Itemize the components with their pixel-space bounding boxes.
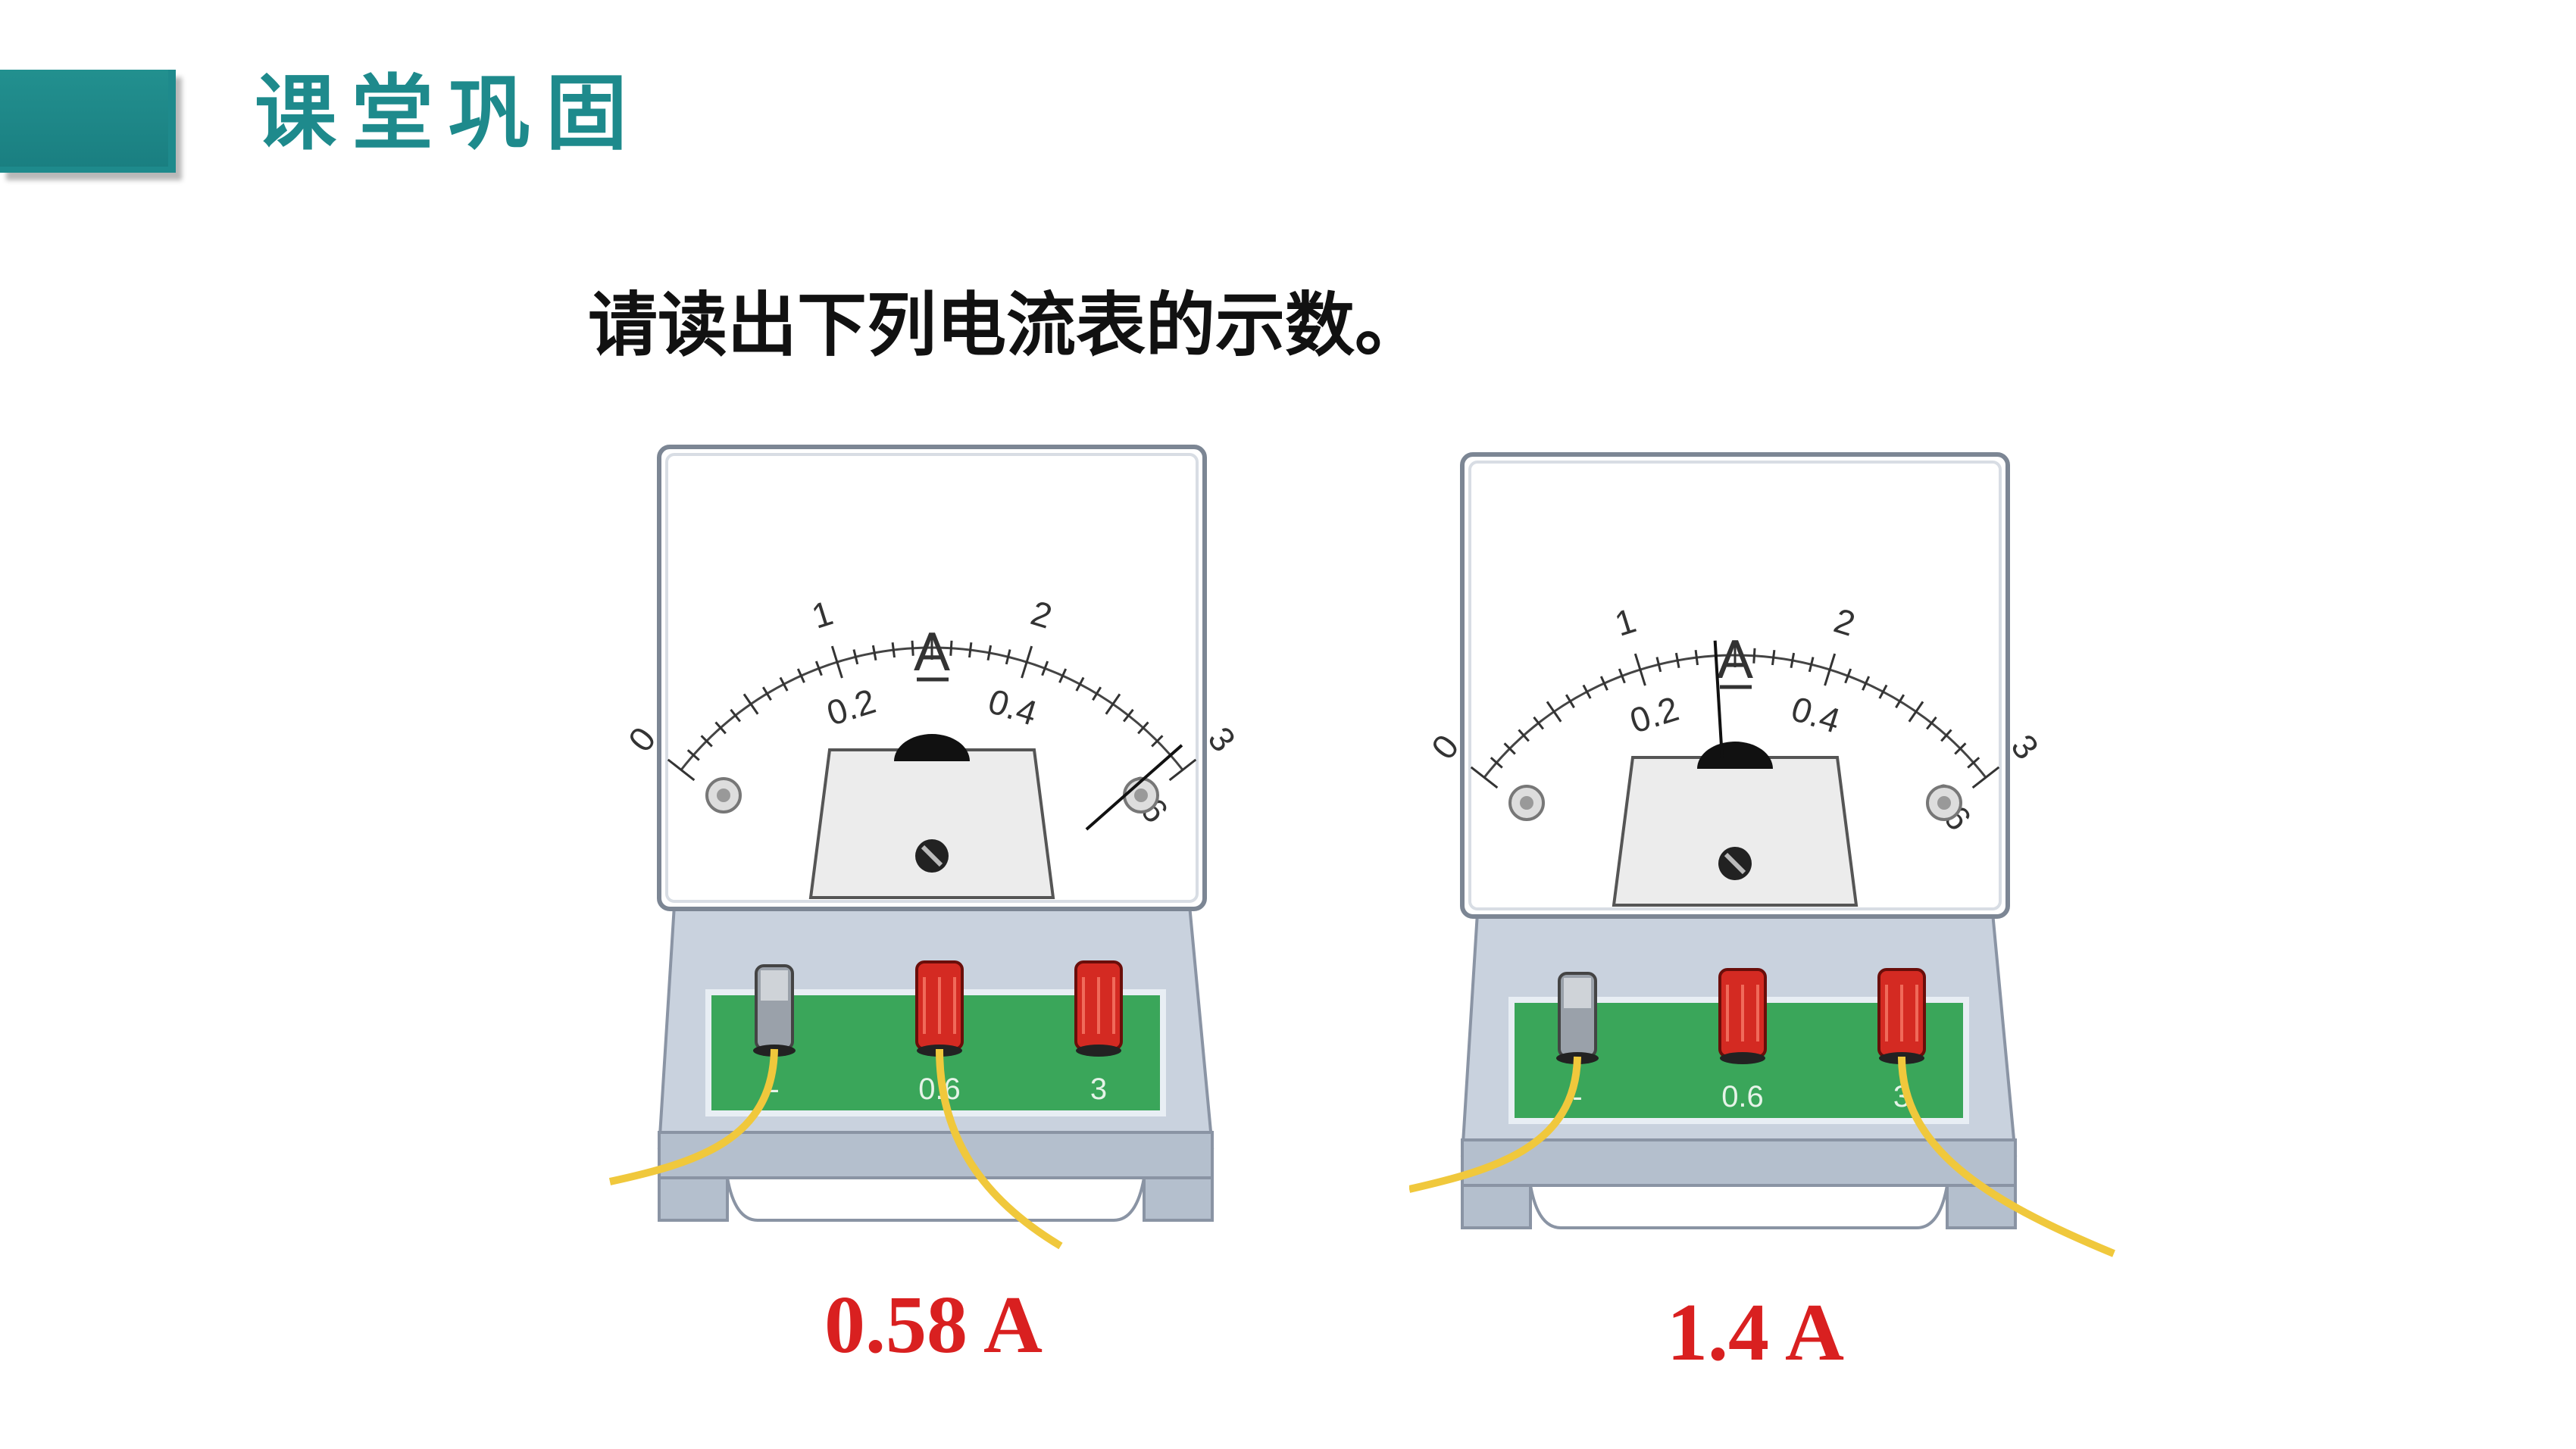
scale-tick (1967, 757, 1980, 769)
terminal-label-3: 3 (1090, 1073, 1107, 1106)
scale-tick (1582, 684, 1592, 699)
scale-tick (1925, 716, 1937, 730)
terminal-06 (915, 960, 964, 1057)
ammeter-left: - 0.6 3 012300.20.40.6 A (608, 445, 1243, 1250)
pivot-window (1612, 756, 1859, 907)
scale-tick (1533, 716, 1545, 730)
terminal-3 (1877, 968, 1926, 1064)
scale-tick (1005, 649, 1011, 665)
terminal-06 (1718, 968, 1767, 1064)
scale-tick (1694, 649, 1699, 666)
terminal-negative (1556, 972, 1599, 1064)
scale-tick (1021, 645, 1033, 679)
scale-tick (1041, 660, 1049, 676)
terminal-negative (753, 964, 796, 1057)
scale-tick (1895, 694, 1905, 709)
scale-tick (1954, 742, 1967, 755)
scale-tick (1518, 729, 1530, 742)
scale-tick (742, 693, 759, 715)
scale-tick (1137, 721, 1149, 735)
ammeter-right: - 0.6 3 012300.20.40.6 A (1409, 452, 2115, 1257)
scale-tick (911, 640, 914, 656)
scale-tick (1771, 649, 1776, 666)
scale-tick (852, 649, 859, 665)
answer-right: 1.4 A (1667, 1288, 1845, 1378)
scale-tick (968, 642, 973, 658)
needle (1085, 744, 1183, 831)
title-accent-bar (0, 70, 176, 173)
scale-tick (1565, 694, 1575, 709)
scale-tick (814, 660, 823, 676)
scale-tick (1075, 676, 1085, 692)
wire-06 (936, 1048, 1063, 1250)
scale-tick (1122, 708, 1134, 723)
scale-tick (1503, 742, 1516, 755)
scale-tick (1971, 766, 2000, 789)
scale-tick (1546, 701, 1562, 723)
scale-tick (986, 645, 993, 661)
scale-tick (779, 676, 789, 692)
scale-tick (1655, 657, 1662, 673)
wire-3 (1898, 1056, 2115, 1257)
scale-tick (700, 735, 713, 748)
scale-tick (730, 708, 742, 723)
pivot-window (808, 748, 1055, 899)
scale-tick (1105, 693, 1121, 715)
terminal-label-06: 0.6 (1721, 1080, 1764, 1113)
scale-tick (1862, 676, 1871, 691)
scale-tick (1151, 735, 1164, 748)
scale-tick (1790, 652, 1796, 669)
scale-tick (1878, 684, 1888, 699)
answer-left: 0.58 A (824, 1280, 1043, 1370)
scale-tick (830, 645, 843, 679)
scale-tick (1824, 653, 1837, 686)
title-accent-bar-inner (0, 70, 168, 167)
scale-tick (796, 668, 805, 683)
scale-tick (891, 642, 896, 658)
unit-label: A (1717, 629, 1753, 690)
scale-tick (1490, 757, 1503, 769)
question-text: 请读出下列电流表的示数。 (588, 285, 1425, 366)
scale-tick (1470, 766, 1499, 789)
scale-tick (1752, 648, 1756, 664)
scale-tick (949, 640, 953, 656)
scale-tick (1908, 701, 1924, 723)
scale-tick (714, 721, 727, 735)
scale-tick (1599, 676, 1608, 691)
scale-tick (1808, 657, 1815, 673)
needle (1713, 640, 1724, 768)
scale-tick (1674, 652, 1680, 669)
scale-tick (1168, 758, 1197, 782)
scale-tick (667, 758, 696, 782)
scale-tick (1633, 653, 1646, 686)
scale-tick (1940, 729, 1952, 742)
scale-tick (761, 686, 772, 701)
scale-tick (686, 749, 700, 761)
slide-title: 课堂巩固 (255, 67, 643, 161)
scale-tick (1058, 668, 1068, 683)
scale-tick (1092, 686, 1102, 701)
wire-negative (1409, 1056, 1581, 1193)
unit-label: A (914, 622, 950, 682)
scale-tick (1618, 668, 1626, 684)
wire-negative (608, 1048, 778, 1185)
terminal-3 (1074, 960, 1123, 1057)
scale-tick (871, 645, 877, 661)
scale-tick (1844, 668, 1852, 684)
